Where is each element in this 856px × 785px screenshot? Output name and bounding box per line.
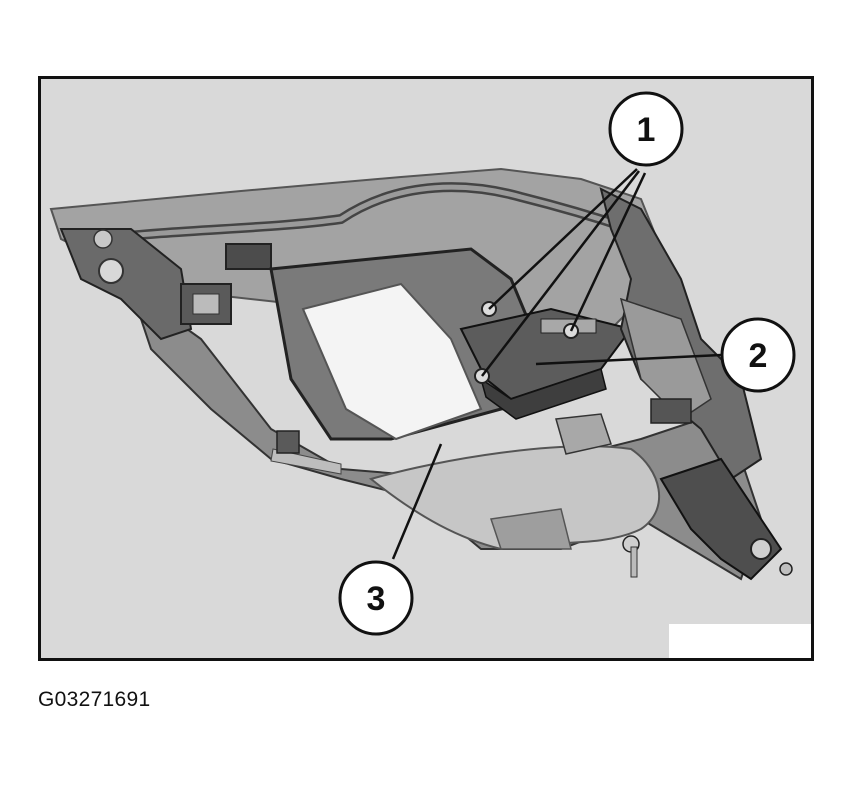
leader-line-1a <box>488 168 638 310</box>
callout-1: 1 <box>608 91 684 167</box>
left-bracket <box>59 228 193 341</box>
callout-3-number: 3 <box>367 580 386 618</box>
callout-1-number: 1 <box>637 111 656 149</box>
callout-2: 2 <box>720 317 796 393</box>
leader-line-1c <box>569 172 647 332</box>
callout-2-number: 2 <box>749 337 768 375</box>
white-panel <box>301 282 483 441</box>
leader-line-2 <box>535 353 722 366</box>
leader-line-1b <box>481 170 640 377</box>
leader-line-3 <box>391 443 443 560</box>
headlight-housing-illustration: 1 2 3 <box>49 91 811 658</box>
reflector-bowl <box>368 445 660 551</box>
figure-code: G03271691 <box>38 688 151 711</box>
callout-3: 3 <box>338 560 414 636</box>
figure-frame: 1 2 3 <box>38 76 814 661</box>
left-bolt <box>98 258 124 284</box>
corner-blank <box>669 624 811 658</box>
